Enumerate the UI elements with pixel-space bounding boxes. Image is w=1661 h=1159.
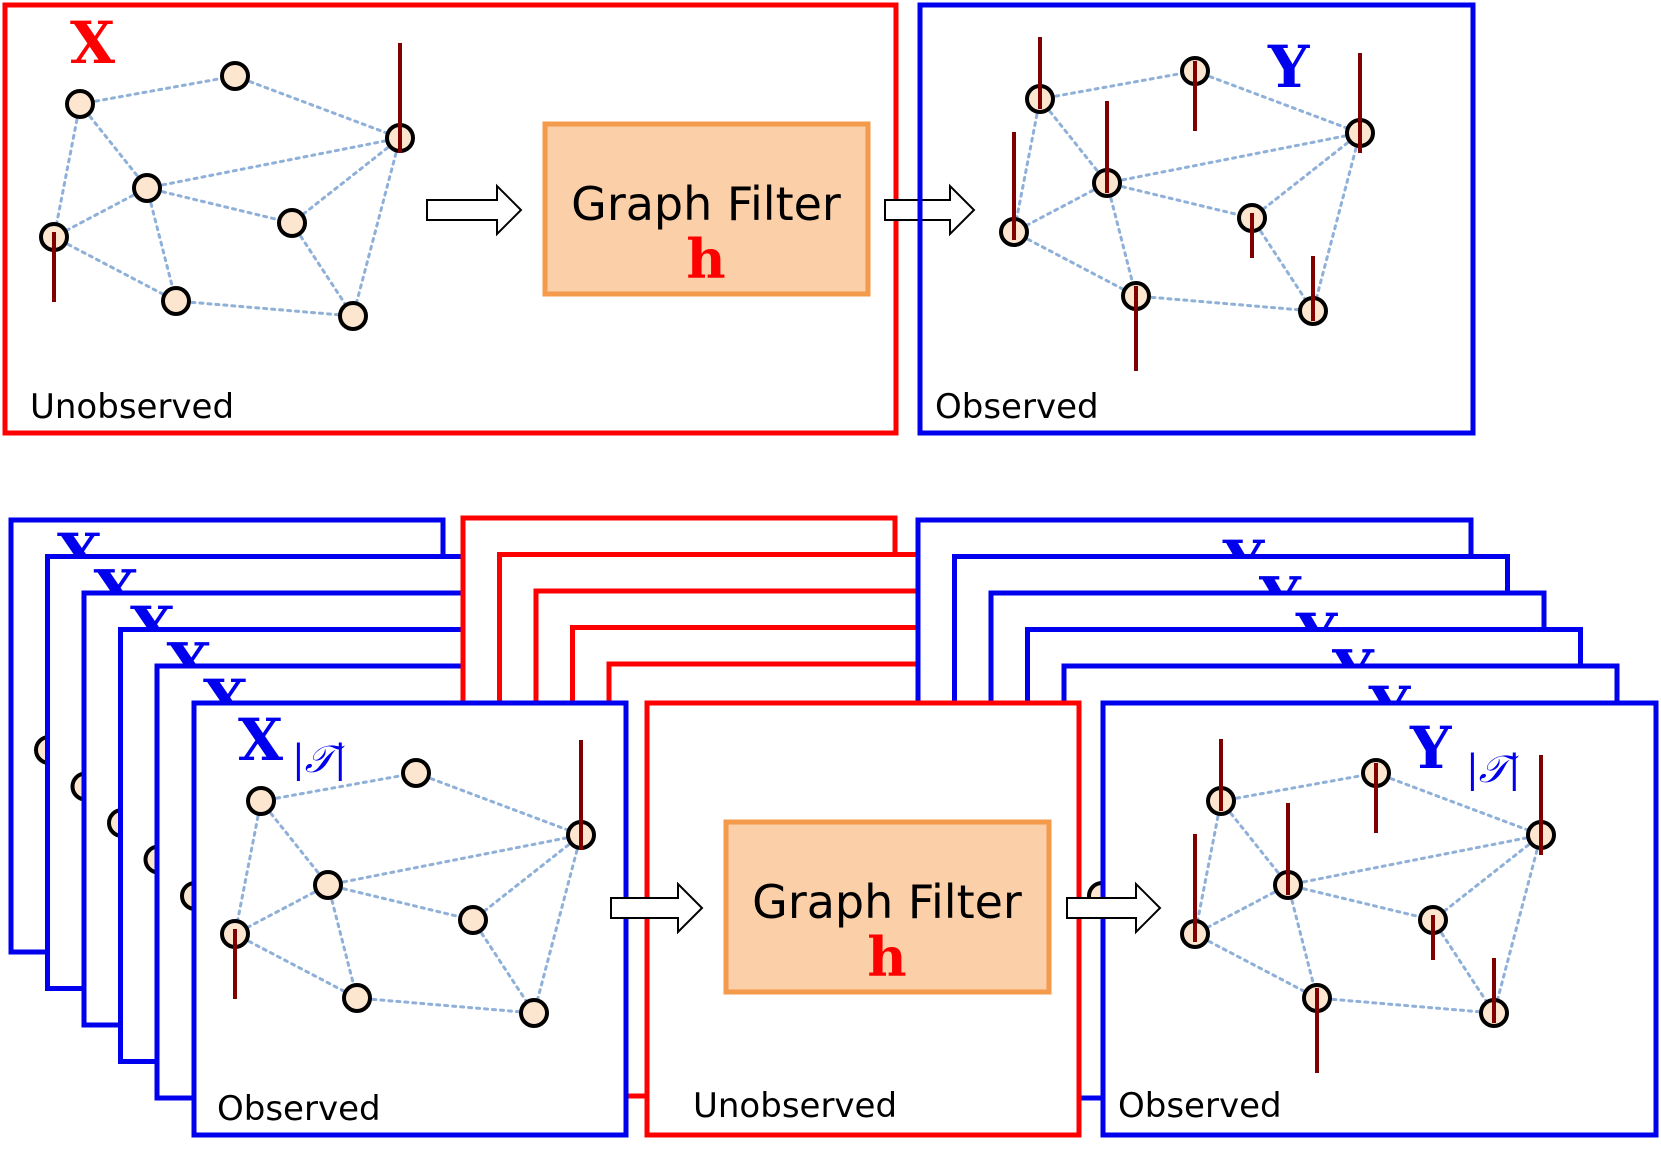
graph-edge — [1250, 216, 1315, 313]
bottom-output-panel-label: Observed — [1118, 1086, 1282, 1126]
bottom-output-signal-subscript: |𝒯| — [1466, 747, 1521, 791]
graph-edge — [78, 74, 237, 106]
graph-edge — [1012, 230, 1138, 298]
graph-node — [342, 983, 372, 1013]
graph-edge — [259, 771, 418, 803]
graph-edge — [1492, 833, 1543, 1015]
graph-node — [220, 61, 250, 91]
top-output-graph — [999, 37, 1375, 371]
graph-edge — [326, 883, 475, 922]
graph-node — [401, 758, 431, 788]
graph-node — [277, 208, 307, 238]
graph-edge — [1286, 883, 1319, 1000]
graph-edge — [1012, 181, 1109, 234]
graph-edge — [471, 833, 583, 922]
top-filter-symbol: h — [686, 227, 725, 291]
top-graph-filter: Graph Filter h — [542, 121, 871, 297]
graph-edge — [1219, 771, 1378, 803]
bottom-filter-symbol: h — [867, 925, 906, 989]
graph-node — [338, 301, 368, 331]
graph-edge — [174, 299, 355, 318]
graph-edge — [1038, 69, 1197, 101]
bottom-input-graph — [220, 740, 596, 1028]
graph-edge — [145, 186, 294, 225]
graph-edge — [1315, 996, 1496, 1015]
graph-edge — [1105, 181, 1254, 220]
graph-edge — [1038, 97, 1109, 185]
graph-node — [458, 905, 488, 935]
graph-edge — [233, 74, 402, 140]
graph-edge — [1250, 131, 1362, 220]
graph-edge — [1134, 294, 1315, 313]
graph-edge — [355, 996, 536, 1015]
graph-edge — [414, 771, 583, 837]
top-output-signal-label: Y — [1267, 33, 1310, 101]
graph-edge — [1193, 883, 1290, 936]
graph-edge — [259, 799, 330, 887]
bottom-filter-panel-label: Unobserved — [693, 1086, 897, 1126]
bottom-output-signal-label: Y — [1409, 714, 1452, 782]
right-arrow-icon — [884, 183, 976, 237]
bottom-input-signal-label: X — [238, 706, 283, 774]
graph-edge — [233, 883, 330, 936]
graph-edge — [1193, 799, 1223, 936]
graph-edge — [52, 235, 178, 303]
graph-node — [519, 998, 549, 1028]
graph-node — [65, 89, 95, 119]
graph-edge — [1286, 833, 1543, 887]
graph-edge — [326, 833, 583, 887]
bottom-input-signal-subscript: |𝒯| — [292, 737, 347, 781]
graph-edge — [1374, 771, 1543, 837]
graph-edge — [351, 136, 402, 318]
right-arrow-icon — [426, 183, 523, 237]
top-input-panel-label: Unobserved — [30, 387, 234, 427]
graph-edge — [1219, 799, 1290, 887]
bottom-row: XXXXX YYYYY X |𝒯| Observed Graph Filter … — [8, 515, 1659, 1138]
bottom-graph-filter: Graph Filter h — [723, 819, 1052, 995]
graph-node — [161, 286, 191, 316]
graph-edge — [471, 918, 536, 1015]
graph-edge — [290, 136, 402, 225]
right-arrow-icon — [1066, 881, 1162, 935]
graph-edge — [52, 102, 82, 239]
graph-edge — [1286, 883, 1435, 922]
graph-edge — [233, 799, 263, 936]
graph-edge — [1311, 131, 1362, 313]
graph-edge — [326, 883, 359, 1000]
bottom-output-graph — [1180, 739, 1556, 1073]
graph-edge — [1431, 833, 1543, 922]
top-input-graph — [39, 43, 415, 331]
graph-node — [246, 786, 276, 816]
top-output-panel — [917, 2, 1476, 436]
graph-edge — [52, 186, 149, 239]
graph-edge — [1193, 69, 1362, 135]
graph-node — [132, 173, 162, 203]
graph-node — [313, 870, 343, 900]
graph-edge — [1012, 97, 1042, 234]
graph-edge — [1105, 131, 1362, 185]
graph-edge — [145, 186, 178, 303]
graph-edge — [1105, 181, 1138, 298]
graph-edge — [233, 932, 359, 1000]
bottom-input-panel-label: Observed — [217, 1089, 381, 1129]
top-filter-title: Graph Filter — [571, 177, 841, 231]
top-output-panel-label: Observed — [935, 387, 1099, 427]
graph-edge — [532, 833, 583, 1015]
graph-edge — [145, 136, 402, 190]
graph-edge — [1193, 932, 1319, 1000]
graph-edge — [290, 221, 355, 318]
top-input-signal-label: X — [70, 9, 115, 77]
top-row: X Unobserved Graph Filter h Y Observed — [2, 2, 1476, 436]
bottom-filter-title: Graph Filter — [752, 875, 1022, 929]
graph-edge — [1431, 918, 1496, 1015]
right-arrow-icon — [610, 881, 704, 935]
graph-edge — [78, 102, 149, 190]
